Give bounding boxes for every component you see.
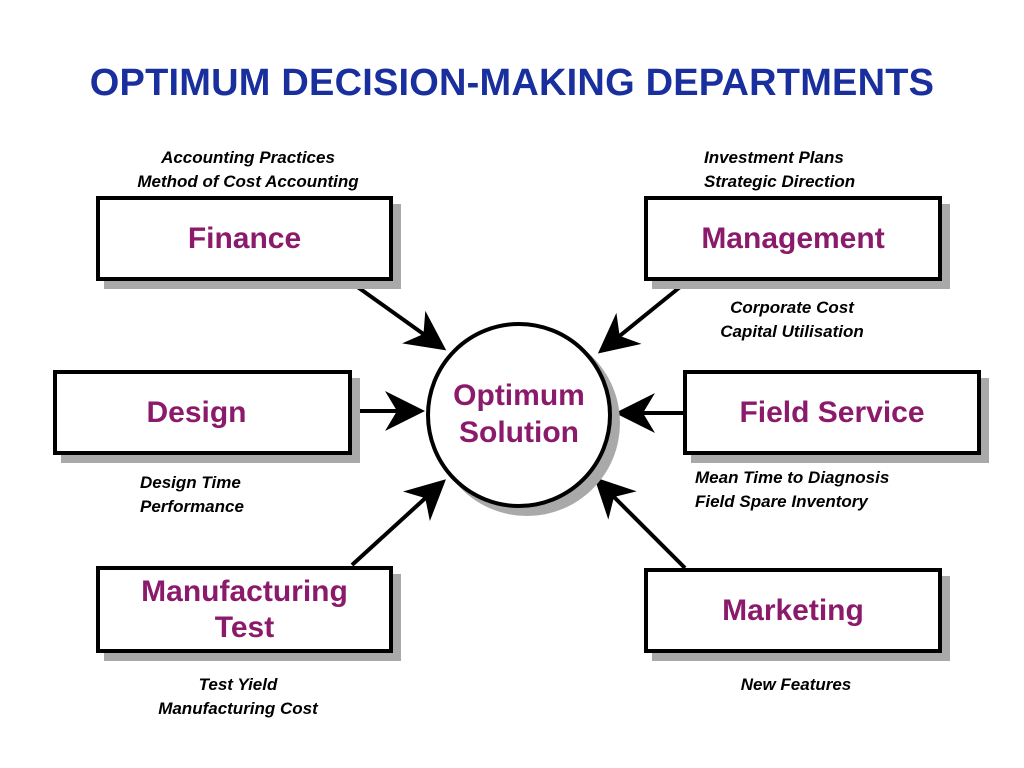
arrow-marketing-to-center (594, 477, 687, 570)
center-label-line2: Solution (459, 416, 579, 449)
finance-note: Accounting Practices (161, 148, 335, 167)
field-service-note: Field Spare Inventory (695, 492, 868, 511)
design-box: Design (53, 370, 352, 455)
marketing-label: Marketing (722, 593, 864, 627)
design-note: Performance (140, 497, 244, 516)
marketing-box: Marketing (644, 568, 942, 653)
management-notes: Investment Plans Strategic Direction (704, 146, 944, 194)
design-note: Design Time (140, 473, 241, 492)
management-note: Corporate Cost (730, 298, 854, 317)
management-note: Investment Plans (704, 148, 844, 167)
management-note: Strategic Direction (704, 172, 856, 191)
arrow-finance-to-center (350, 281, 447, 351)
marketing-note: New Features (740, 675, 852, 694)
finance-note: Method of Cost Accounting (137, 172, 359, 191)
marketing-notes: New Features (680, 673, 912, 697)
management-label: Management (701, 221, 885, 255)
management-note: Capital Utilisation (720, 322, 864, 341)
finance-notes: Accounting Practices Method of Cost Acco… (98, 146, 398, 194)
field-service-notes: Mean Time to Diagnosis Field Spare Inven… (695, 466, 955, 514)
manufacturing-test-box: Manufacturing Test (96, 566, 393, 653)
optimum-solution-circle: Optimum Solution (426, 322, 612, 508)
manufacturing-test-notes: Test Yield Manufacturing Cost (118, 673, 358, 721)
design-notes: Design Time Performance (140, 471, 340, 519)
management-notes-below: Corporate Cost Capital Utilisation (672, 296, 912, 344)
finance-label: Finance (187, 221, 302, 255)
manufacturing-test-label-line2: Test (214, 610, 275, 644)
center-label-line1: Optimum (453, 379, 585, 413)
manufacturing-test-label-line1: Manufacturing (141, 575, 348, 609)
field-service-box: Field Service (683, 370, 981, 455)
arrow-manufacturing-test-to-center (350, 479, 446, 567)
arrow-management-to-center (597, 281, 687, 354)
manufacturing-test-note: Manufacturing Cost (158, 699, 318, 718)
page-title: OPTIMUM DECISION-MAKING DEPARTMENTS (89, 62, 935, 104)
manufacturing-test-note: Test Yield (198, 675, 278, 694)
finance-box: Finance (96, 196, 393, 281)
field-service-note: Mean Time to Diagnosis (695, 468, 890, 487)
field-service-label: Field Service (739, 395, 925, 429)
management-box: Management (644, 196, 942, 281)
design-label: Design (146, 395, 247, 429)
